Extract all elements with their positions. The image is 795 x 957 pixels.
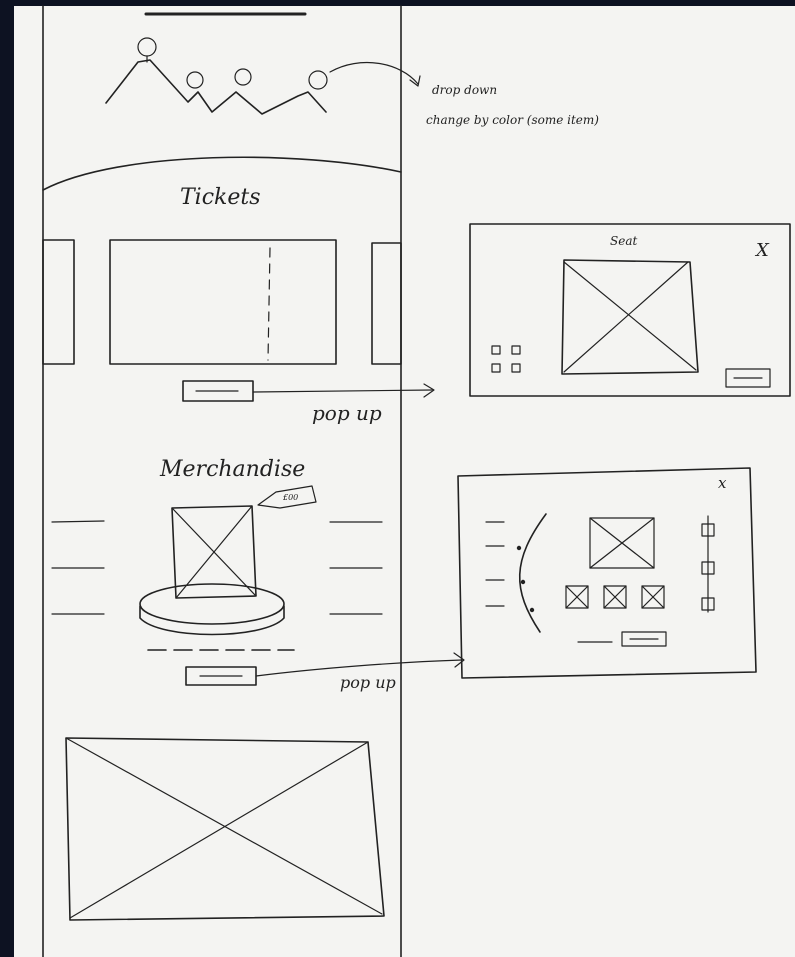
seat-popup: Seat X bbox=[470, 224, 790, 396]
merch-left-lines bbox=[52, 521, 104, 614]
price-tag-text: £00 bbox=[282, 493, 298, 502]
seat-popup-close[interactable]: X bbox=[754, 240, 770, 261]
note-drop-down: drop down bbox=[432, 83, 497, 97]
merchandise-heading: Merchandise bbox=[159, 457, 305, 482]
merch-popup-list bbox=[486, 514, 546, 632]
nav-menu-icon[interactable] bbox=[106, 38, 327, 114]
nav-arrow bbox=[330, 63, 418, 84]
merch-popup-main-image bbox=[590, 518, 654, 568]
popup-arrow-1 bbox=[253, 390, 432, 392]
ticket-carousel[interactable] bbox=[43, 240, 401, 364]
seat-popup-title: Seat bbox=[610, 234, 637, 248]
note-pop-up-1: pop up bbox=[312, 401, 382, 425]
ticket-button[interactable] bbox=[183, 381, 253, 401]
merch-popup-add-button[interactable] bbox=[578, 632, 666, 646]
seat-legend-icons bbox=[492, 346, 520, 372]
merch-popup-variant-icons[interactable] bbox=[702, 516, 714, 612]
merch-popup-thumbnails[interactable] bbox=[566, 586, 664, 608]
note-change-by-color: change by color (some item) bbox=[426, 113, 599, 127]
merch-popup: x bbox=[458, 468, 756, 678]
note-pop-up-2: pop up bbox=[340, 673, 396, 692]
merch-button[interactable] bbox=[186, 667, 256, 685]
bottom-image-placeholder bbox=[66, 738, 384, 920]
merch-popup-close[interactable]: x bbox=[718, 474, 727, 492]
merch-right-lines bbox=[330, 522, 382, 614]
seat-confirm-button[interactable] bbox=[726, 369, 770, 387]
display-pedestal bbox=[140, 584, 294, 650]
tickets-heading: Tickets bbox=[180, 185, 261, 210]
price-tag: £00 bbox=[258, 486, 316, 508]
seat-map-placeholder bbox=[562, 260, 698, 374]
